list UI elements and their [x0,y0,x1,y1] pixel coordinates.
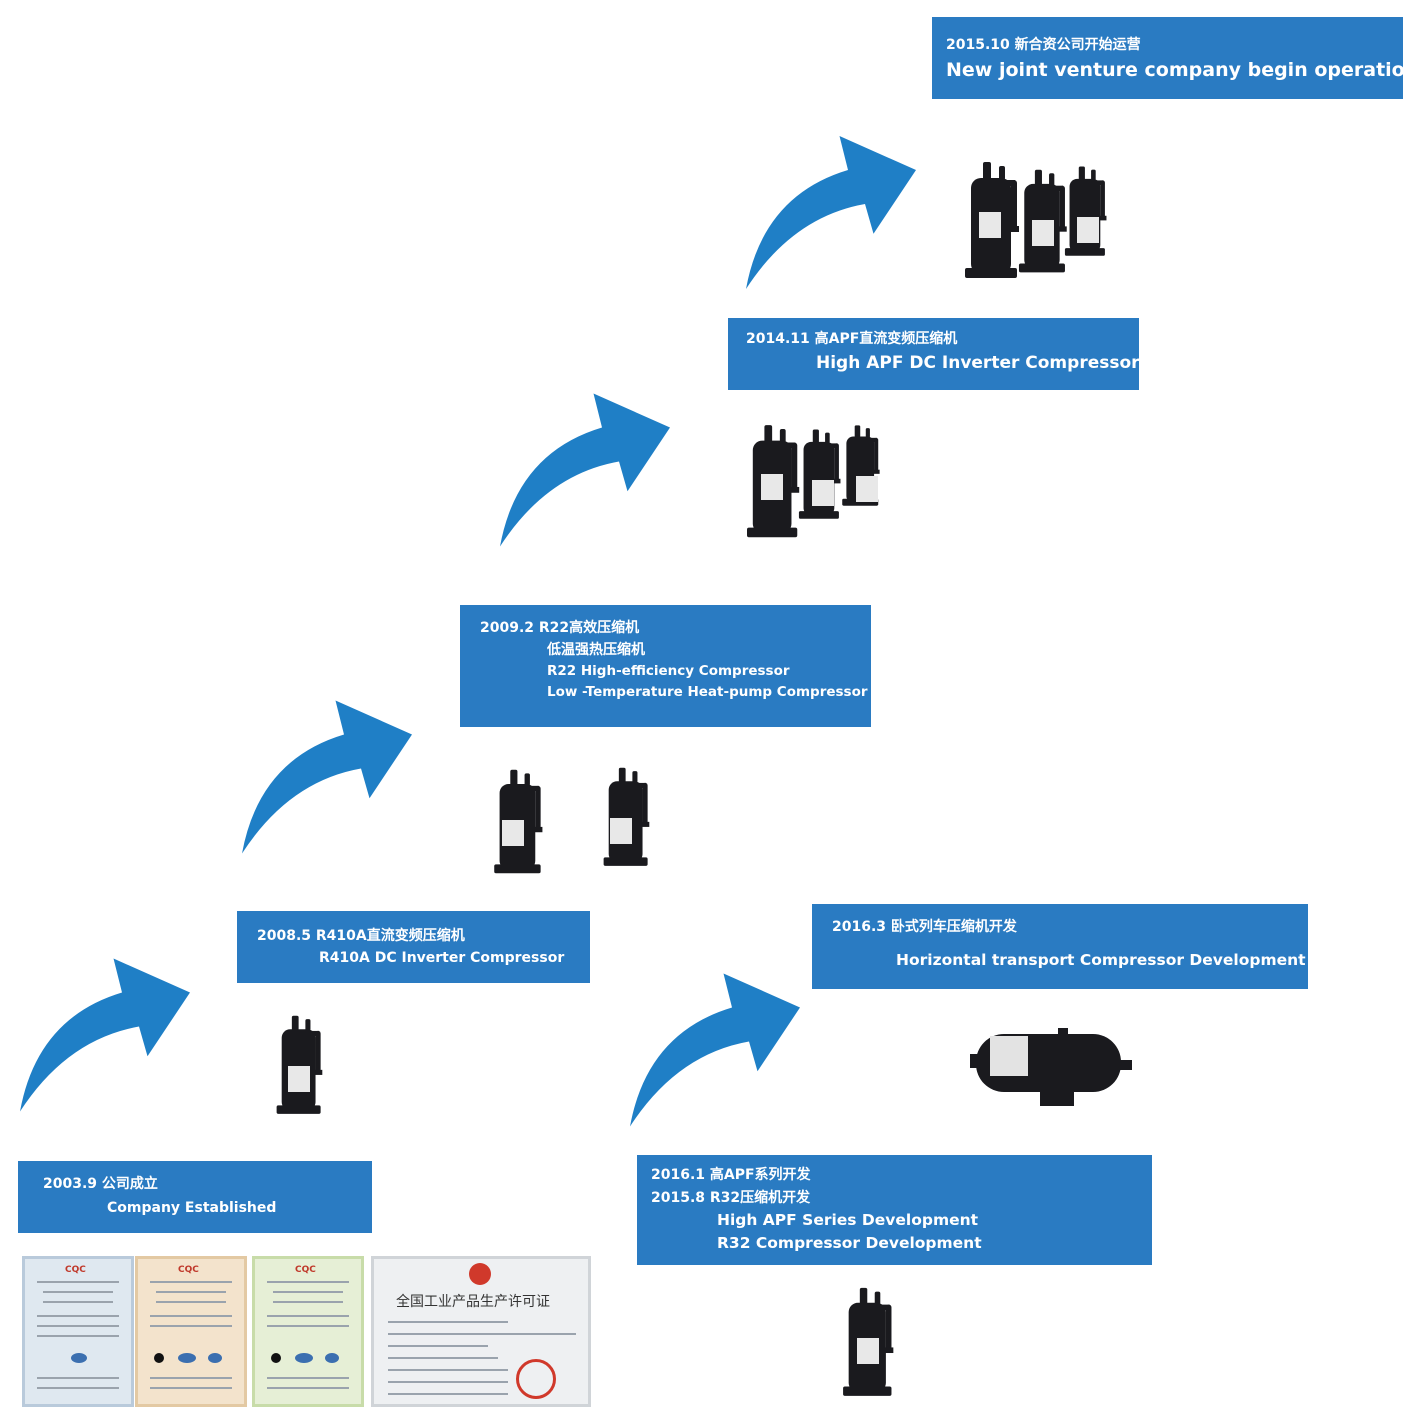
arrow-2016-series-to-horizontal [630,965,800,1135]
cqc-logo: CQC [65,1265,86,1275]
milestone-2015-joint-venture: 2015.10 新合资公司开始运营 New joint venture comp… [932,17,1403,99]
compressor-image-2014-1 [747,422,805,550]
horizontal-compressor-image [970,1028,1132,1106]
compressor-image-2015-1 [965,160,1025,290]
milestone-2009-r22: 2009.2 R22高效压缩机 低温强热压缩机 R22 High-efficie… [460,605,871,727]
milestone-2015-r32-date-title: 2015.8 R32压缩机开发 [651,1189,811,1206]
milestone-2015-english-title: New joint venture company begin operatio… [946,58,1403,81]
milestone-2016-series-english-title: High APF Series Development [717,1211,979,1229]
arrow-2009-to-2014 [500,385,670,555]
milestone-2016-horizontal-date-title: 2016.3 卧式列车压缩机开发 [832,919,1017,935]
compressor-image-2016-series [843,1286,899,1407]
arrow-2014-to-2015 [746,125,916,300]
certificate-production-license: 全国工业产品生产许可证 [371,1256,591,1407]
cqc-logo: CQC [178,1265,199,1275]
milestone-2015-r32-english-title: R32 Compressor Development [717,1234,982,1253]
milestone-2016-high-apf-series: 2016.1 高APF系列开发 2015.8 R32压缩机开发 High APF… [637,1155,1152,1265]
milestone-2008-r410a: 2008.5 R410A直流变频压缩机 R410A DC Inverter Co… [237,911,590,983]
milestone-2008-english-title: R410A DC Inverter Compressor [319,949,565,966]
compressor-image-2015-2 [1018,168,1073,283]
milestone-2016-series-date-title: 2016.1 高APF系列开发 [651,1167,811,1183]
compressor-image-2009-2 [596,766,662,876]
milestone-2003-date-title: 2003.9 公司成立 [43,1176,158,1192]
compressor-image-2015-3 [1063,165,1113,265]
milestone-2014-english-title: High APF DC Inverter Compressor [816,352,1140,373]
milestone-2009-date-title: 2009.2 R22高效压缩机 [480,620,640,636]
certificate-cqc-orange: CQC [135,1256,247,1407]
certificate-cqc-blue: CQC [22,1256,134,1407]
milestone-2014-high-apf: 2014.11 高APF直流变频压缩机 High APF DC Inverter… [728,318,1140,390]
milestone-2009-chinese-subtitle: 低温强热压缩机 [547,641,645,658]
arrow-2008-to-2009 [242,692,412,862]
milestone-2016-horizontal-english-title: Horizontal transport Compressor Developm… [896,950,1306,969]
milestone-2009-english-subtitle: Low -Temperature Heat-pump Compressor [547,683,868,700]
milestone-2008-date-title: 2008.5 R410A直流变频压缩机 [257,928,465,944]
milestone-2014-date-title: 2014.11 高APF直流变频压缩机 [746,331,958,347]
compressor-image-2008 [274,1014,330,1124]
arrow-2003-to-2008 [20,950,190,1120]
certificate-cqc-green: CQC [252,1256,364,1407]
milestone-2015-date-title: 2015.10 新合资公司开始运营 [946,37,1141,53]
milestone-2003-english-title: Company Established [107,1199,277,1216]
national-emblem-icon [469,1263,491,1285]
cqc-logo: CQC [295,1265,316,1275]
compressor-image-2009-1 [488,768,554,884]
red-stamp-icon [516,1359,556,1399]
compressor-image-2014-3 [842,424,884,514]
compressor-image-2014-2 [798,428,846,528]
license-title: 全国工业产品生产许可证 [396,1294,550,1310]
milestone-2009-english-title: R22 High-efficiency Compressor [547,663,790,679]
milestone-2003-company-established: 2003.9 公司成立 Company Established [18,1161,372,1233]
milestone-2016-horizontal-compressor: 2016.3 卧式列车压缩机开发 Horizontal transport Co… [812,904,1308,989]
